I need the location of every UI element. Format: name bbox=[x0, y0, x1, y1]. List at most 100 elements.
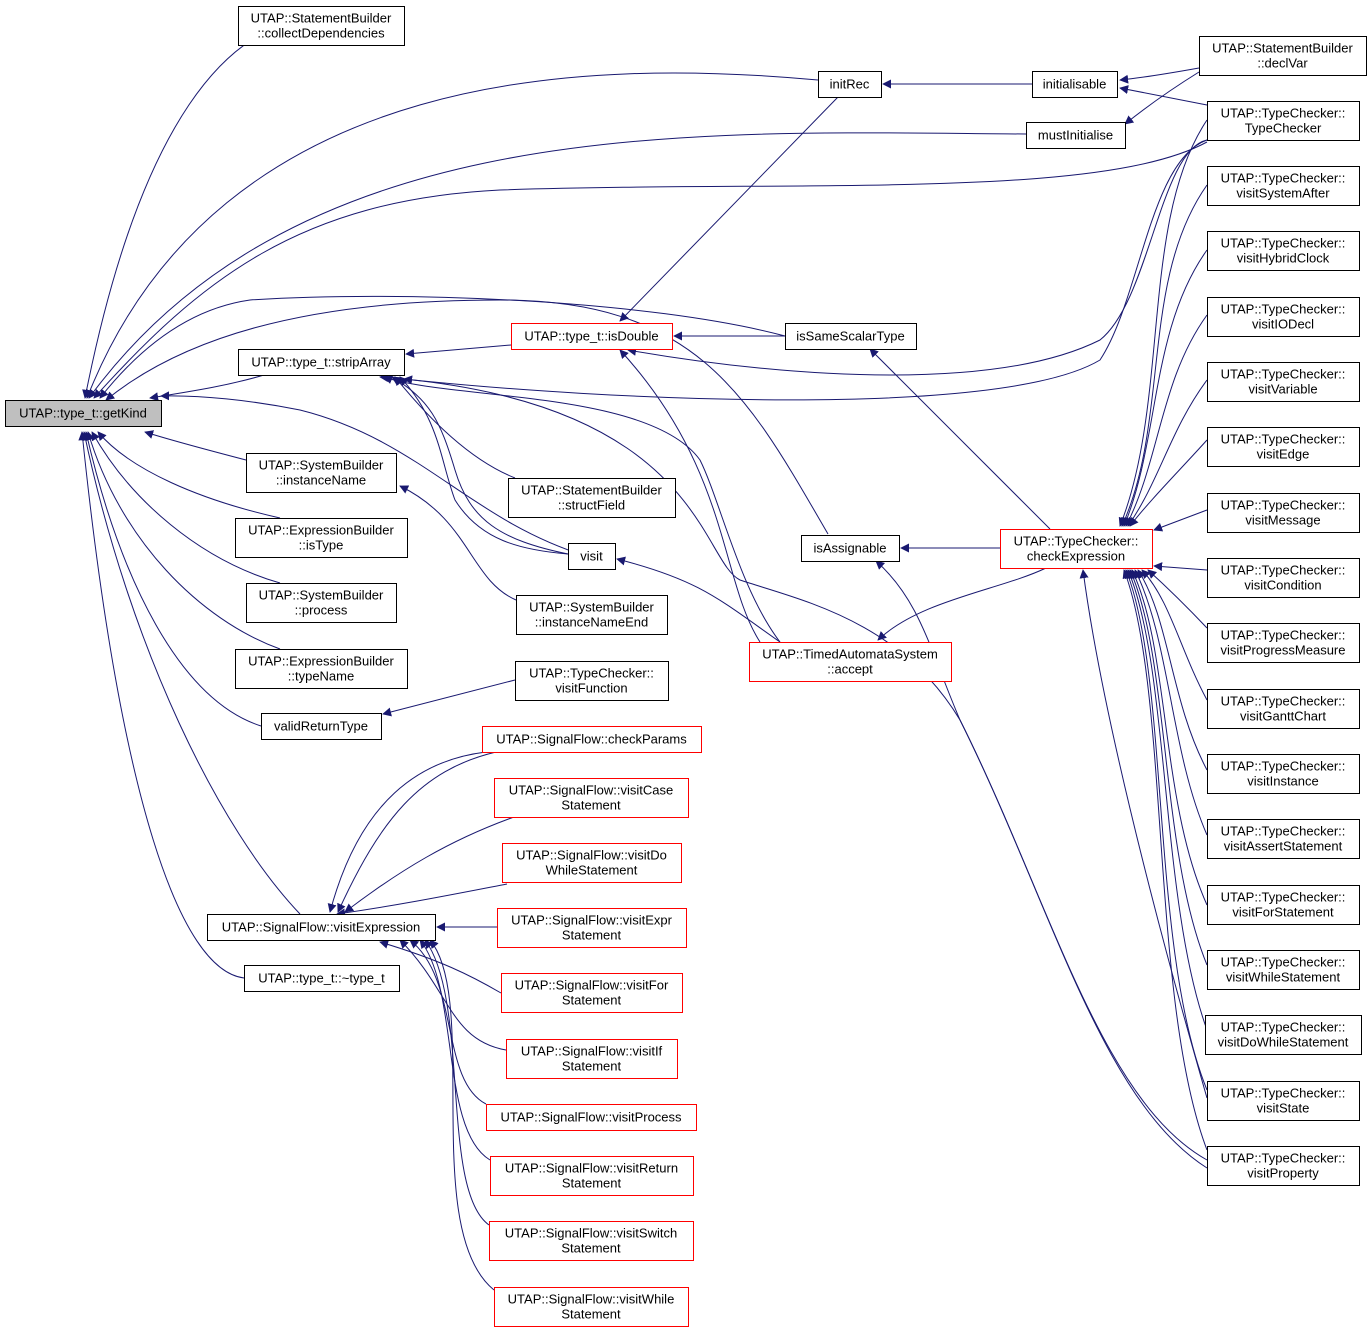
call-edge bbox=[429, 939, 495, 1291]
node-label: UTAP::TypeChecker:: bbox=[1221, 1020, 1346, 1035]
call-edge bbox=[88, 132, 1027, 399]
node-visit-while-statement-s-f[interactable]: UTAP::SignalFlow::visitWhileStatement bbox=[494, 1287, 689, 1327]
node-visit-hybrid-clock[interactable]: UTAP::TypeChecker::visitHybridClock bbox=[1207, 231, 1360, 271]
node-instance-name-end[interactable]: UTAP::SystemBuilder::instanceNameEnd bbox=[516, 595, 668, 635]
node-get-kind[interactable]: UTAP::type_t::getKind bbox=[5, 400, 162, 427]
call-edge bbox=[1124, 569, 1208, 1091]
node-dtor[interactable]: UTAP::type_t::~type_t bbox=[244, 965, 400, 992]
call-edge bbox=[149, 374, 265, 402]
node-visit-do-while-statement-s-f[interactable]: UTAP::SignalFlow::visitDoWhileStatement bbox=[502, 843, 682, 883]
call-edge bbox=[394, 376, 516, 479]
call-edge bbox=[627, 139, 1208, 376]
node-visit[interactable]: visit bbox=[568, 543, 616, 570]
node-visit-assert-statement[interactable]: UTAP::TypeChecker::visitAssertStatement bbox=[1207, 819, 1360, 859]
node-label: Statement bbox=[561, 1241, 621, 1256]
node-strip-array[interactable]: UTAP::type_t::stripArray bbox=[238, 349, 405, 376]
node-collect-dependencies[interactable]: UTAP::StatementBuilder::collectDependenc… bbox=[238, 6, 405, 46]
call-edge bbox=[1122, 249, 1208, 527]
node-struct-field[interactable]: UTAP::StatementBuilder::structField bbox=[508, 478, 676, 518]
node-visit-instance[interactable]: UTAP::TypeChecker::visitInstance bbox=[1207, 754, 1360, 794]
node-process[interactable]: UTAP::SystemBuilder::process bbox=[246, 583, 397, 623]
node-label: UTAP::SignalFlow::checkParams bbox=[496, 732, 687, 747]
node-instance-name[interactable]: UTAP::SystemBuilder::instanceName bbox=[246, 453, 397, 493]
call-edge bbox=[160, 391, 587, 557]
node-valid-return-type[interactable]: validReturnType bbox=[261, 713, 382, 740]
call-edge bbox=[419, 939, 491, 1161]
node-box bbox=[235, 649, 408, 689]
node-box bbox=[1207, 231, 1360, 271]
node-box bbox=[1207, 166, 1360, 206]
node-visit-i-o-decl[interactable]: UTAP::TypeChecker::visitIODecl bbox=[1207, 297, 1360, 337]
node-visit-progress-measure[interactable]: UTAP::TypeChecker::visitProgressMeasure bbox=[1207, 623, 1360, 663]
node-box bbox=[1026, 122, 1126, 149]
node-label: ::instanceNameEnd bbox=[535, 615, 648, 630]
node-box bbox=[508, 478, 676, 518]
node--type-checker[interactable]: UTAP::TypeChecker::TypeChecker bbox=[1207, 101, 1360, 141]
node-visit-for-statement-t-c[interactable]: UTAP::TypeChecker::visitForStatement bbox=[1207, 885, 1360, 925]
node-decl-var[interactable]: UTAP::StatementBuilder::declVar bbox=[1199, 36, 1367, 76]
node-label: UTAP::TypeChecker:: bbox=[1221, 1086, 1346, 1101]
call-edge bbox=[344, 816, 515, 913]
node-visit-property[interactable]: UTAP::TypeChecker::visitProperty bbox=[1207, 1146, 1360, 1186]
node-visit-while-statement-t-c[interactable]: UTAP::TypeChecker::visitWhileStatement bbox=[1207, 950, 1360, 990]
node-visit-process[interactable]: UTAP::SignalFlow::visitProcess bbox=[486, 1104, 697, 1131]
node-label: UTAP::TypeChecker:: bbox=[1221, 1151, 1346, 1166]
node-box bbox=[1207, 558, 1360, 598]
node-label: visitEdge bbox=[1257, 447, 1310, 462]
node-accept[interactable]: UTAP::TimedAutomataSystem::accept bbox=[749, 642, 952, 682]
node-label: visitFunction bbox=[555, 681, 627, 696]
node-box bbox=[801, 535, 900, 562]
node-label: ::instanceName bbox=[276, 473, 366, 488]
node-label: WhileStatement bbox=[546, 863, 638, 878]
node-visit-expression[interactable]: UTAP::SignalFlow::visitExpression bbox=[207, 914, 436, 941]
call-edge bbox=[144, 430, 247, 461]
node-box bbox=[489, 1221, 694, 1261]
node-box bbox=[1207, 427, 1360, 467]
node-label: UTAP::TypeChecker:: bbox=[1221, 302, 1346, 317]
call-edge bbox=[85, 431, 281, 650]
node-initialisable[interactable]: initialisable bbox=[1032, 71, 1118, 98]
node-is-same-scalar-type[interactable]: isSameScalarType bbox=[785, 323, 917, 350]
call-edge bbox=[1126, 569, 1208, 1031]
node-box bbox=[5, 400, 162, 427]
node-visit-state[interactable]: UTAP::TypeChecker::visitState bbox=[1207, 1081, 1360, 1121]
node-check-params[interactable]: UTAP::SignalFlow::checkParams bbox=[482, 726, 702, 753]
node-label: UTAP::TypeChecker:: bbox=[1221, 824, 1346, 839]
node-visit-message[interactable]: UTAP::TypeChecker::visitMessage bbox=[1207, 493, 1360, 533]
call-edge bbox=[1124, 71, 1200, 125]
call-edge bbox=[1122, 569, 1208, 1151]
node-must-initialise[interactable]: mustInitialise bbox=[1026, 122, 1126, 149]
call-edge bbox=[1129, 569, 1208, 966]
node-is-assignable[interactable]: isAssignable bbox=[801, 535, 900, 562]
node-visit-function[interactable]: UTAP::TypeChecker::visitFunction bbox=[515, 661, 669, 701]
node-type-name[interactable]: UTAP::ExpressionBuilder::typeName bbox=[235, 649, 408, 689]
node-label: checkExpression bbox=[1027, 549, 1125, 564]
node-init-rec[interactable]: initRec bbox=[818, 71, 882, 98]
node-is-type[interactable]: UTAP::ExpressionBuilder::isType bbox=[235, 518, 408, 558]
node-label: isSameScalarType bbox=[796, 329, 904, 344]
node-visit-for-statement-s-f[interactable]: UTAP::SignalFlow::visitForStatement bbox=[501, 973, 683, 1013]
node-label: initRec bbox=[830, 77, 870, 92]
node-label: visitWhileStatement bbox=[1226, 970, 1341, 985]
node-is-double[interactable]: UTAP::type_t::isDouble bbox=[511, 323, 673, 350]
node-visit-gantt-chart[interactable]: UTAP::TypeChecker::visitGanttChart bbox=[1207, 689, 1360, 729]
graph-edges bbox=[78, 18, 1208, 1291]
node-visit-system-after[interactable]: UTAP::TypeChecker::visitSystemAfter bbox=[1207, 166, 1360, 206]
node-label: visitGanttChart bbox=[1240, 709, 1326, 724]
node-check-expression[interactable]: UTAP::TypeChecker::checkExpression bbox=[1000, 529, 1153, 569]
call-edge bbox=[1127, 379, 1208, 527]
node-visit-edge[interactable]: UTAP::TypeChecker::visitEdge bbox=[1207, 427, 1360, 467]
node-visit-do-while-statement-t-c[interactable]: UTAP::TypeChecker::visitDoWhileStatement bbox=[1205, 1015, 1362, 1055]
node-label: UTAP::TypeChecker:: bbox=[1221, 432, 1346, 447]
node-box bbox=[1207, 754, 1360, 794]
call-edge bbox=[403, 139, 1208, 401]
node-box bbox=[568, 543, 616, 570]
node-box bbox=[1207, 689, 1360, 729]
node-visit-variable[interactable]: UTAP::TypeChecker::visitVariable bbox=[1207, 362, 1360, 402]
node-visit-condition[interactable]: UTAP::TypeChecker::visitCondition bbox=[1207, 558, 1360, 598]
